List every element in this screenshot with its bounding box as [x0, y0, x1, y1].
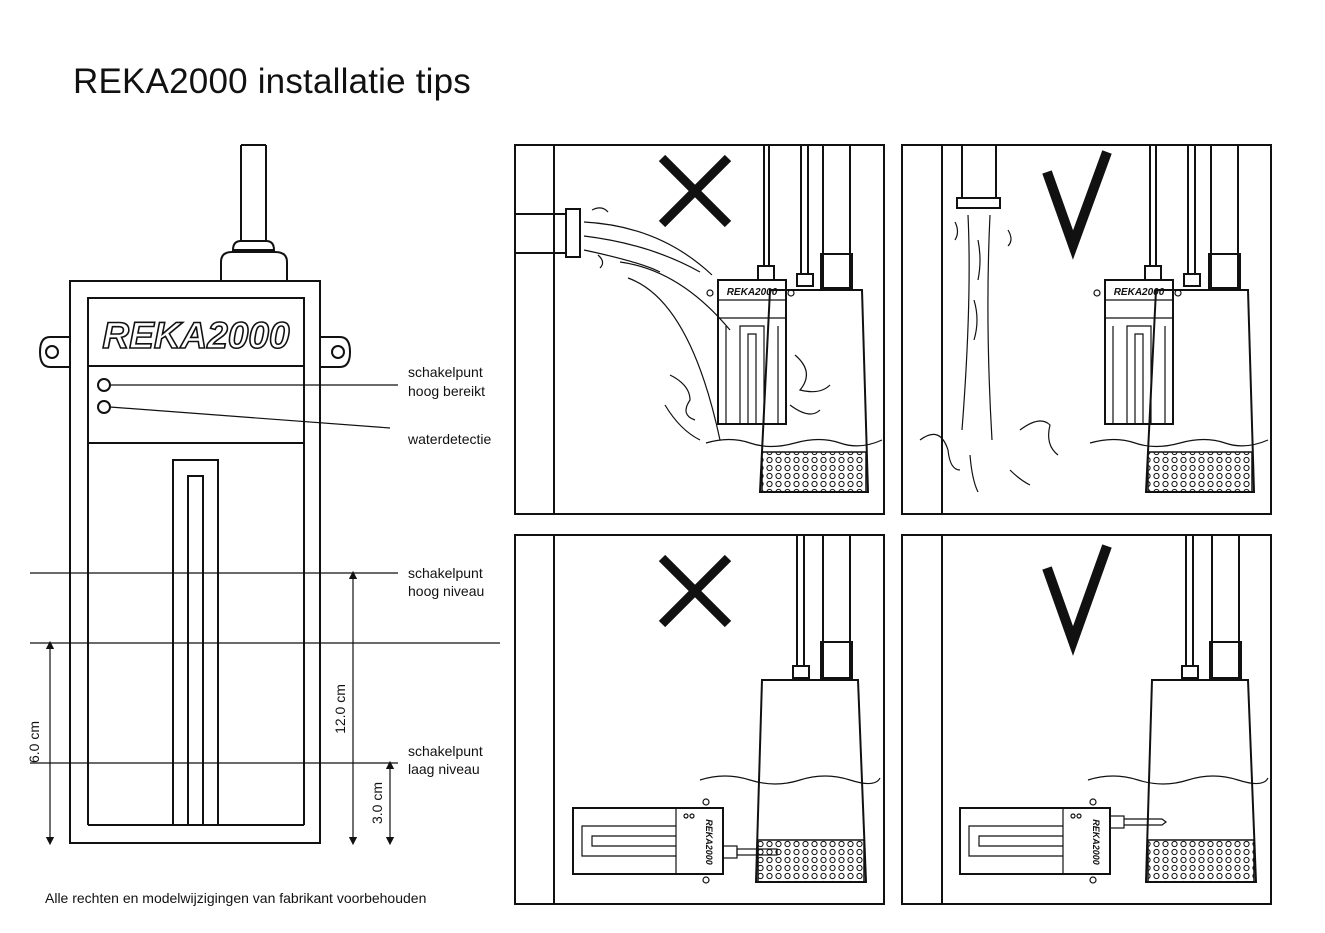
led-water-detection — [97, 400, 111, 414]
device-logo-small: REKA2000 — [727, 287, 778, 298]
dimension-12cm: 12.0 cm — [332, 570, 358, 846]
dim-12cm-text: 12.0 cm — [332, 684, 348, 734]
label-switch-high-level-1: schakelpunt — [408, 565, 483, 581]
label-water-detection: waterdetectie — [407, 431, 491, 447]
label-switch-low-level-2: laag niveau — [408, 761, 480, 777]
correct-mark-icon — [1042, 544, 1112, 656]
panel-top-left: REKA2000 — [514, 144, 885, 515]
sensor-electrode — [88, 459, 219, 826]
wrong-mark-icon — [658, 154, 732, 228]
sensor-panel — [87, 297, 305, 444]
label-switch-high-reached-1: schakelpunt — [408, 364, 483, 380]
label-switch-high-reached-2: hoog bereikt — [408, 383, 485, 399]
panel-bottom-left: REKA2000 — [514, 534, 885, 905]
device-logo: REKA2000 — [102, 315, 290, 356]
device-logo-rotated: REKA2000 — [1091, 819, 1101, 865]
panel-top-right: REKA2000 — [901, 144, 1272, 515]
dim-6cm-text: 6.0 cm — [26, 721, 42, 763]
device-logo-rotated: REKA2000 — [704, 819, 714, 865]
page-title: REKA2000 installatie tips — [73, 62, 471, 101]
wrong-mark-icon — [658, 554, 732, 628]
panel-bottom-right: REKA2000 — [901, 534, 1272, 905]
device-logo-small: REKA2000 — [1114, 287, 1165, 298]
led-high-reached — [97, 378, 111, 392]
dimension-3cm: 3.0 cm — [369, 760, 395, 846]
dimension-6cm: 6.0 cm — [26, 640, 55, 846]
correct-mark-icon — [1042, 150, 1112, 260]
connector-housing — [220, 251, 288, 282]
dim-3cm-text: 3.0 cm — [369, 782, 385, 824]
label-switch-low-level-1: schakelpunt — [408, 743, 483, 759]
footer-note: Alle rechten en modelwijzigingen van fab… — [45, 890, 427, 906]
sensor-body — [69, 280, 321, 844]
label-switch-high-level-2: hoog niveau — [408, 583, 484, 599]
mount-ear-left — [38, 336, 70, 368]
cable-gland — [231, 240, 276, 251]
sensor-large: REKA2000 — [38, 144, 398, 844]
mount-ear-right — [320, 336, 352, 368]
sensor-cable — [240, 144, 267, 242]
level-lines — [30, 572, 500, 764]
